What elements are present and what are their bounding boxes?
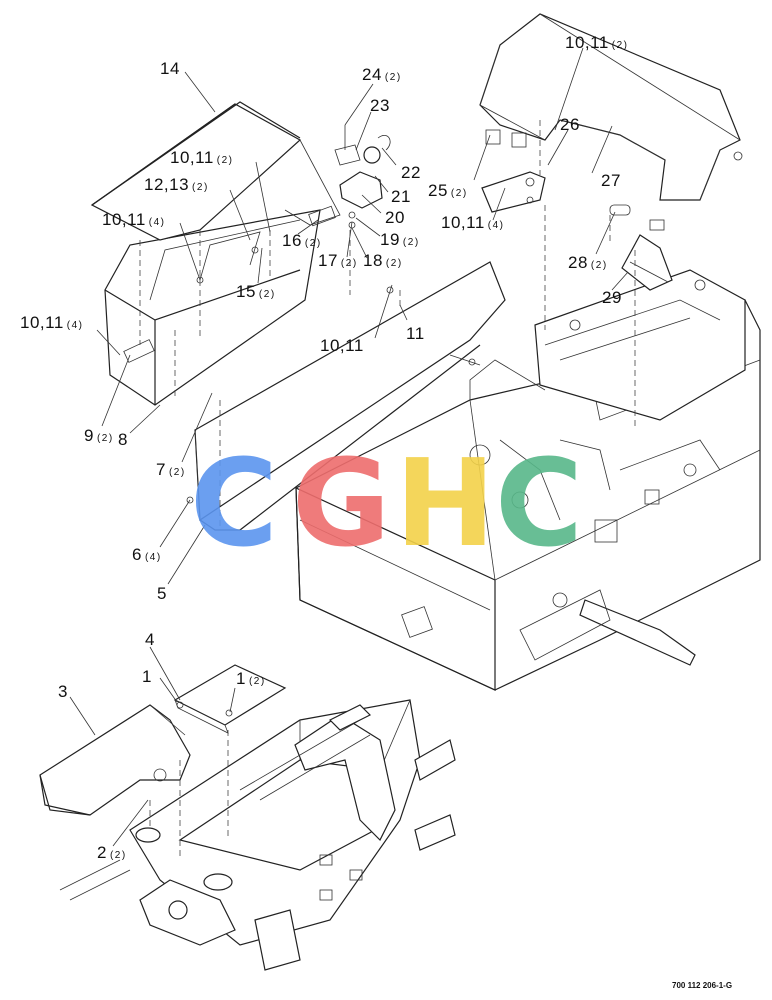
callout-26: 26 bbox=[560, 115, 580, 134]
watermark-letter-3: H bbox=[395, 435, 495, 574]
watermark-letter-2: G bbox=[292, 435, 391, 574]
bracket-part-26 bbox=[481, 171, 546, 213]
callout-21: 21 bbox=[391, 187, 411, 206]
watermark-cghc: C G H C bbox=[190, 435, 583, 574]
callout-23: 23 bbox=[370, 96, 390, 115]
callout-28: 28(2) bbox=[568, 253, 608, 272]
callout-5: 5 bbox=[157, 584, 167, 603]
callout-2: 2(2) bbox=[97, 843, 127, 862]
cover-part-14 bbox=[90, 101, 341, 241]
callout-10-11-a: 10,11(2) bbox=[170, 148, 234, 167]
panel-part-5 bbox=[186, 261, 506, 531]
bracket-part-29 bbox=[609, 204, 673, 291]
plate-part-4 bbox=[173, 664, 287, 734]
callout-1-b: 1(2) bbox=[236, 669, 266, 688]
callout-10-11-b: 10,11(4) bbox=[102, 210, 166, 229]
callout-3: 3 bbox=[58, 682, 68, 701]
watermark-letter-4: C bbox=[495, 435, 583, 574]
callout-11: 11 bbox=[406, 324, 425, 343]
cover-part-3 bbox=[39, 704, 191, 816]
assembly-guide-lines bbox=[139, 120, 636, 860]
callout-27: 27 bbox=[601, 171, 621, 190]
callout-25: 25(2) bbox=[428, 181, 468, 200]
callout-19: 19(2) bbox=[380, 230, 420, 249]
lower-frame-assembly bbox=[59, 699, 456, 971]
callout-labels: 14 24(2) 23 22 21 20 19(2) 18(2) 17(2) 1… bbox=[20, 33, 629, 862]
callout-20: 20 bbox=[385, 208, 405, 227]
callout-24: 24(2) bbox=[362, 65, 402, 84]
callout-9: 9(2) bbox=[84, 426, 114, 445]
callout-1-a: 1 bbox=[142, 667, 152, 686]
main-frame-assembly bbox=[295, 269, 761, 691]
callout-14: 14 bbox=[160, 59, 180, 78]
callout-15: 15(2) bbox=[236, 282, 276, 301]
callout-10-11-f: 10,11(4) bbox=[441, 213, 505, 232]
bracket-assembly-20-24 bbox=[334, 125, 391, 229]
callout-6: 6(4) bbox=[132, 545, 162, 564]
callout-4: 4 bbox=[145, 630, 155, 649]
callout-17: 17(2) bbox=[318, 251, 358, 270]
watermark-letter-1: C bbox=[190, 435, 278, 574]
callout-8: 8 bbox=[118, 430, 128, 449]
callout-10-11-d: 10,11 bbox=[320, 336, 364, 355]
callout-12-13: 12,13(2) bbox=[144, 175, 209, 194]
leader-lines bbox=[69, 47, 629, 847]
shield-part-8 bbox=[104, 209, 321, 406]
callout-18: 18(2) bbox=[363, 251, 403, 270]
callout-29: 29 bbox=[602, 288, 622, 307]
drawing-code: 700 112 206-1-G bbox=[672, 981, 732, 990]
callout-7: 7(2) bbox=[156, 460, 186, 479]
hood-part-27 bbox=[479, 13, 743, 201]
callout-16: 16(2) bbox=[282, 231, 322, 250]
callout-10-11-c: 10,11(4) bbox=[20, 313, 84, 332]
callout-10-11-e: 10,11(2) bbox=[565, 33, 629, 52]
callout-22: 22 bbox=[401, 163, 421, 182]
